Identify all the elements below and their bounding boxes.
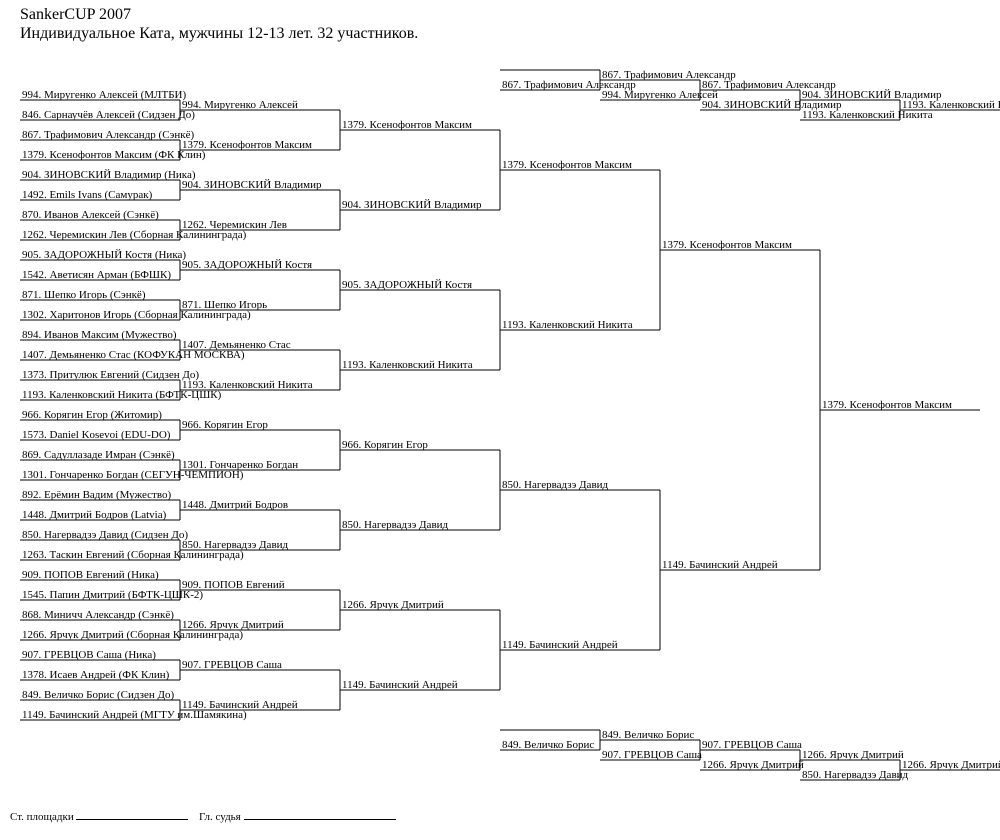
- round1-entry: 994. Миругенко Алексей (МЛТБИ): [22, 89, 186, 101]
- site-manager-signature: Ст. площадки: [10, 809, 189, 824]
- round1-entry: 1492. Emils Ivans (Самурак): [22, 189, 153, 201]
- round2-entry: 1262. Черемискин Лев: [182, 219, 287, 231]
- repechage-bottom-r4-entry: 1266. Ярчук Дмитрий: [802, 749, 904, 761]
- round2-entry: 907. ГРЕВЦОВ Саша: [182, 659, 282, 671]
- chief-judge-signature: Гл. судья: [199, 809, 396, 824]
- round4-entry: 1149. Бачинский Андрей: [502, 639, 618, 651]
- round2-entry: 905. ЗАДОРОЖНЫЙ Костя: [182, 259, 312, 271]
- tournament-title: SankerCUP 2007: [20, 6, 131, 23]
- round2-entry: 1407. Демьяненко Стас: [182, 339, 291, 351]
- round1-entry: 894. Иванов Максим (Мужество): [22, 329, 177, 341]
- round1-entry: 904. ЗИНОВСКИЙ Владимир (Ника): [22, 169, 196, 181]
- round3-entry: 1379. Ксенофонтов Максим: [342, 119, 472, 131]
- round2-entry: 871. Шепко Игорь: [182, 299, 267, 311]
- round1-entry: 1302. Харитонов Игорь (Сборная Калинингр…: [22, 309, 251, 321]
- round1-entry: 1266. Ярчук Дмитрий (Сборная Калининград…: [22, 629, 243, 641]
- repechage-top-r3-entry: 904. ЗИНОВСКИЙ Владимир: [702, 99, 842, 111]
- round2-entry: 1266. Ярчук Дмитрий: [182, 619, 284, 631]
- round1-entry: 846. Сарнаучёв Алексей (Сидзен До): [22, 109, 195, 121]
- repechage-bottom-final-entry: 1266. Ярчук Дмитрий: [902, 759, 1000, 771]
- round1-entry: 1149. Бачинский Андрей (МГТУ им.Шамякина…: [22, 709, 247, 721]
- round1-entry: 1263. Таскин Евгений (Сборная Калинингра…: [22, 549, 244, 561]
- round3-entry: 1266. Ярчук Дмитрий: [342, 599, 444, 611]
- round5-entry: 1149. Бачинский Андрей: [662, 559, 778, 571]
- repechage-bottom-r3-entry: 907. ГРЕВЦОВ Саша: [702, 739, 802, 751]
- round1-entry: 966. Корягин Егор (Житомир): [22, 409, 162, 421]
- round2-entry: 1149. Бачинский Андрей: [182, 699, 298, 711]
- repechage-top-r4-entry: 904. ЗИНОВСКИЙ Владимир: [802, 89, 942, 101]
- repechage-top-final-entry: 1193. Каленковский Никита: [902, 99, 1000, 111]
- round2-entry: 1379. Ксенофонтов Максим: [182, 139, 312, 151]
- round1-entry: 907. ГРЕВЦОВ Саша (Ника): [22, 649, 156, 661]
- repechage-top-r1-entry: 867. Трафимович Александр: [502, 79, 636, 91]
- round2-entry: 994. Миругенко Алексей: [182, 99, 298, 111]
- round1-entry: 871. Шепко Игорь (Сэнкё): [22, 289, 146, 301]
- repechage-top-r2-entry: 867. Трафимович Александр: [602, 69, 736, 81]
- round4-entry: 1379. Ксенофонтов Максим: [502, 159, 632, 171]
- round1-entry: 1373. Притулюк Евгений (Сидзен До): [22, 369, 199, 381]
- repechage-top-r3-entry: 867. Трафимович Александр: [702, 79, 836, 91]
- round1-entry: 869. Садуллазаде Имран (Сэнкё): [22, 449, 175, 461]
- round1-entry: 1407. Демьяненко Стас (КОФУКАН МОСКВА): [22, 349, 245, 361]
- round2-entry: 966. Корягин Егор: [182, 419, 268, 431]
- round3-entry: 905. ЗАДОРОЖНЫЙ Костя: [342, 279, 472, 291]
- round3-entry: 1149. Бачинский Андрей: [342, 679, 458, 691]
- round2-entry: 1301. Гончаренко Богдан: [182, 459, 298, 471]
- round5-entry: 1379. Ксенофонтов Максим: [662, 239, 792, 251]
- round1-entry: 867. Трафимович Александр (Сэнкё): [22, 129, 195, 141]
- round1-entry: 905. ЗАДОРОЖНЫЙ Костя (Ника): [22, 249, 186, 261]
- round2-entry: 904. ЗИНОВСКИЙ Владимир: [182, 179, 322, 191]
- round1-entry: 1542. Аветисян Арман (БФШК): [22, 269, 171, 281]
- round4-entry: 1193. Каленковский Никита: [502, 319, 633, 331]
- round1-entry: 1573. Daniel Kosevoi (EDU-DO): [22, 429, 171, 441]
- round1-entry: 1262. Черемискин Лев (Сборная Калинингра…: [22, 229, 247, 241]
- round1-entry: 1193. Каленковский Никита (БФТК-ЦШК): [22, 389, 222, 401]
- repechage-bottom-r4-entry: 850. Нагервадзэ Давид: [802, 769, 909, 781]
- round2-entry: 909. ПОПОВ Евгений: [182, 579, 285, 591]
- round1-entry: 1545. Папин Дмитрий (БФТК-ЦШК-2): [22, 589, 203, 601]
- round1-entry: 1448. Дмитрий Бодров (Latvia): [22, 509, 167, 521]
- repechage-bottom-r2-entry: 907. ГРЕВЦОВ Саша: [602, 749, 702, 761]
- winner-entry: 1379. Ксенофонтов Максим: [822, 399, 952, 411]
- round4-entry: 850. Нагервадзэ Давид: [502, 479, 609, 491]
- round3-entry: 966. Корягин Егор: [342, 439, 428, 451]
- round2-entry: 1448. Дмитрий Бодров: [182, 499, 288, 511]
- repechage-bottom-r2-entry: 849. Величко Борис: [602, 729, 694, 741]
- site-manager-blank: [76, 809, 189, 820]
- chief-judge-label: Гл. судья: [199, 811, 241, 823]
- round1-entry: 892. Ерёмин Вадим (Мужество): [22, 489, 171, 501]
- round3-entry: 850. Нагервадзэ Давид: [342, 519, 449, 531]
- round1-entry: 909. ПОПОВ Евгений (Ника): [22, 569, 159, 581]
- site-manager-label: Ст. площадки: [10, 811, 74, 823]
- repechage-bottom-r1-entry: 849. Величко Борис: [502, 739, 594, 751]
- repechage-bottom-r3-entry: 1266. Ярчук Дмитрий: [702, 759, 804, 771]
- round1-entry: 1301. Гончаренко Богдан (СЕГУН-ЧЕМПИОН): [22, 469, 244, 481]
- round1-entry: 868. Миничч Александр (Сэнкё): [22, 609, 174, 621]
- round1-entry: 1378. Исаев Андрей (ФК Клин): [22, 669, 170, 681]
- event-subtitle: Индивидуальное Ката, мужчины 12-13 лет. …: [20, 25, 419, 42]
- round2-entry: 850. Нагервадзэ Давид: [182, 539, 289, 551]
- round1-entry: 849. Величко Борис (Сидзен До): [22, 689, 174, 701]
- round1-entry: 1379. Ксенофонтов Максим (ФК Клин): [22, 149, 206, 161]
- round2-entry: 1193. Каленковский Никита: [182, 379, 313, 391]
- round1-entry: 870. Иванов Алексей (Сэнкё): [22, 209, 159, 221]
- round1-entry: 850. Нагервадзэ Давид (Сидзен До): [22, 529, 188, 541]
- round3-entry: 904. ЗИНОВСКИЙ Владимир: [342, 199, 482, 211]
- repechage-top-r2-entry: 994. Миругенко Алексей: [602, 89, 718, 101]
- chief-judge-blank: [243, 809, 396, 820]
- round3-entry: 1193. Каленковский Никита: [342, 359, 473, 371]
